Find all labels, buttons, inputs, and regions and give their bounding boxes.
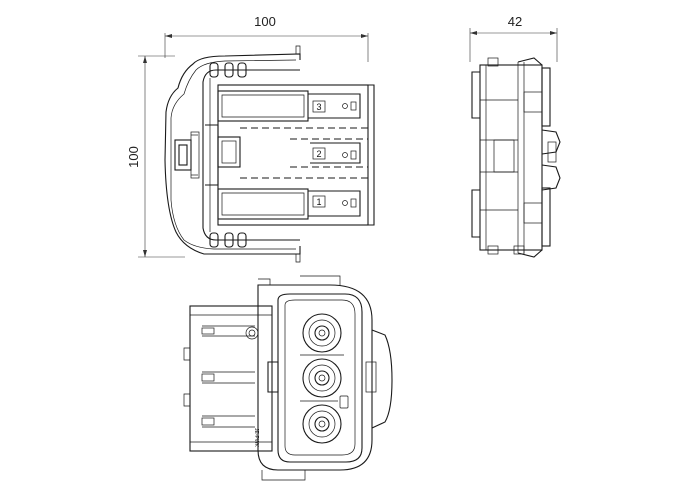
- dimension-width-top: 100: [164, 14, 369, 62]
- contact-middle: [302, 358, 342, 398]
- end-marking-text: JE-PWK: [253, 428, 259, 448]
- position-marker-2: 2: [316, 149, 321, 159]
- side-view: [471, 57, 561, 258]
- top-view: 3 2 1: [164, 45, 375, 263]
- front-view: JE-PWK: [183, 275, 393, 481]
- position-marker-1: 1: [316, 197, 321, 207]
- contact-top: [302, 313, 342, 353]
- dimension-label-width: 100: [254, 14, 276, 29]
- dimension-label-height: 100: [126, 146, 141, 168]
- contact-bottom: [302, 404, 342, 444]
- dimension-depth-side: 42: [469, 14, 558, 62]
- position-marker-3: 3: [316, 102, 321, 112]
- dimension-label-depth: 42: [508, 14, 522, 29]
- dimension-height-left: 100: [126, 55, 185, 258]
